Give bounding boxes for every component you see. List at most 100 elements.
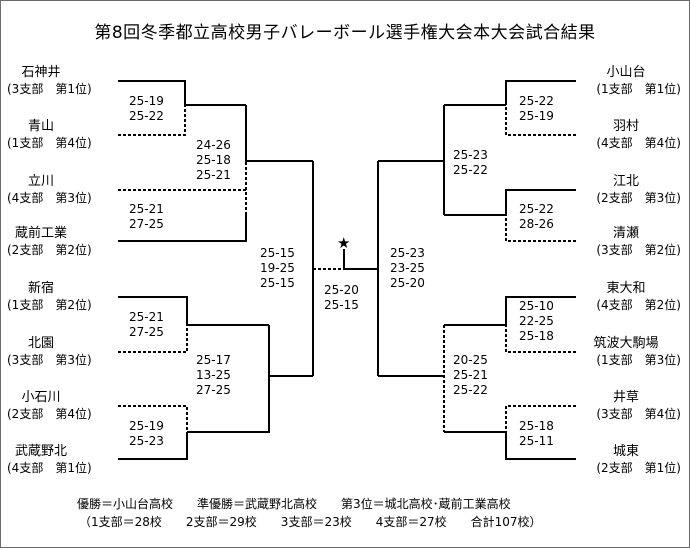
team-branch: (2支部 第4位) <box>7 407 92 421</box>
set-score: 27-25 <box>129 325 164 339</box>
team-left-5: 新宿 (1支部 第2位) <box>1 281 117 313</box>
team-right-6: 筑波大駒場 (1支部 第3位) <box>571 336 681 368</box>
score-right-r2-1: 25-23 25-22 <box>453 148 488 178</box>
score-right-r1-1: 25-22 25-19 <box>519 94 554 124</box>
line-r-t4 <box>505 215 576 242</box>
set-score: 25-21 <box>129 202 164 216</box>
set-score: 28-26 <box>519 217 554 231</box>
team-branch: (2支部 第3位) <box>596 191 681 205</box>
set-score: 13-25 <box>196 368 231 382</box>
score-left-r1-4: 25-19 25-23 <box>129 419 164 449</box>
line-l-r2b <box>245 105 313 162</box>
team-branch: (4支部 第2位) <box>596 298 681 312</box>
team-branch: (1支部 第1位) <box>596 82 681 96</box>
line-r-t5 <box>505 296 576 325</box>
team-right-2: 羽村 (4支部 第4位) <box>571 119 681 151</box>
set-score: 25-18 <box>196 153 231 167</box>
team-left-6: 北園 (3支部 第3位) <box>1 336 117 368</box>
score-right-semi: 25-23 23-25 25-20 <box>390 246 425 291</box>
team-branch: (3支部 第4位) <box>596 407 681 421</box>
score-right-r1-4: 25-18 25-11 <box>519 419 554 449</box>
set-score: 25-22 <box>129 109 164 123</box>
set-score: 25-21 <box>129 310 164 324</box>
team-right-3: 江北 (2支部 第3位) <box>571 174 681 206</box>
score-left-r1-1: 25-19 25-22 <box>129 94 164 124</box>
team-name: 羽村 <box>612 119 639 134</box>
set-score: 25-18 <box>519 419 554 433</box>
set-score: 25-21 <box>453 368 488 382</box>
set-score: 22-25 <box>519 314 554 328</box>
team-branch: (3支部 第2位) <box>596 243 681 257</box>
team-left-3: 立川 (4支部 第3位) <box>1 174 117 206</box>
set-score: 25-15 <box>260 276 295 290</box>
team-branch: (4支部 第4位) <box>596 136 681 150</box>
set-score: 25-23 <box>390 246 425 260</box>
team-branch: (1支部 第3位) <box>596 353 681 367</box>
set-score: 27-25 <box>129 217 164 231</box>
score-right-r2-2: 20-25 25-21 25-22 <box>453 353 488 398</box>
score-right-r1-3: 25-10 22-25 25-18 <box>519 299 554 344</box>
footer-school-counts: （1支部＝28校 2支部＝29校 3支部＝23校 4支部＝27校 合計107校） <box>79 515 542 529</box>
set-score: 25-22 <box>519 202 554 216</box>
team-name: 新宿 <box>27 281 54 296</box>
team-right-5: 東大和 (4支部 第2位) <box>571 281 681 313</box>
team-right-4: 清瀬 (3支部 第2位) <box>571 226 681 258</box>
score-right-r1-2: 25-22 28-26 <box>519 202 554 232</box>
line-l-t2 <box>118 105 186 136</box>
team-left-2: 青山 (1支部 第4位) <box>1 119 117 151</box>
set-score: 25-17 <box>196 353 231 367</box>
set-score: 23-25 <box>390 261 425 275</box>
team-name: 青山 <box>27 119 54 134</box>
team-branch: (3支部 第3位) <box>7 353 92 367</box>
set-score: 25-19 <box>129 94 164 108</box>
team-right-7: 井草 (3支部 第4位) <box>571 390 681 422</box>
footer-results: 優勝＝小山台高校 準優勝＝武蔵野北高校 第3位＝城北高校･蔵前工業高校 <box>77 497 511 511</box>
team-left-8: 武蔵野北 (4支部 第1位) <box>1 444 117 476</box>
team-name: 小山台 <box>606 65 646 80</box>
team-right-8: 城東 (2支部 第1位) <box>571 444 681 476</box>
set-score: 25-21 <box>196 168 231 182</box>
team-branch: (2支部 第1位) <box>596 461 681 475</box>
team-left-4: 蔵前工業 (2支部 第2位) <box>1 226 117 258</box>
set-score: 25-20 <box>390 276 425 290</box>
set-score: 25-23 <box>453 148 488 162</box>
set-score: 25-11 <box>519 434 554 448</box>
set-score: 25-10 <box>519 299 554 313</box>
set-score: 27-25 <box>196 383 231 397</box>
score-left-r1-2: 25-21 27-25 <box>129 202 164 232</box>
score-left-semi: 25-15 19-25 25-15 <box>260 246 295 291</box>
page-title: 第8回冬季都立高校男子バレーボール選手権大会本大会試合結果 <box>94 23 596 43</box>
line-r-t1 <box>505 80 576 105</box>
team-name: 筑波大駒場 <box>593 336 659 351</box>
team-branch: (4支部 第1位) <box>7 461 92 475</box>
set-score: 25-20 <box>324 283 359 297</box>
line-l-t7 <box>118 405 188 432</box>
line-l-t1 <box>118 80 186 105</box>
team-name: 武蔵野北 <box>14 444 67 459</box>
team-branch: (1支部 第2位) <box>7 298 92 312</box>
team-name: 石神井 <box>21 65 61 80</box>
line-l-r2f <box>187 376 270 433</box>
set-score: 25-19 <box>129 419 164 433</box>
line-r-t6 <box>505 325 576 353</box>
team-name: 蔵前工業 <box>14 226 67 241</box>
team-name: 北園 <box>27 336 54 351</box>
set-score: 25-22 <box>453 163 488 177</box>
team-name: 城東 <box>612 444 639 459</box>
line-r-t2 <box>505 105 576 136</box>
line-l-t4 <box>118 215 247 242</box>
team-right-1: 小山台 (1支部 第1位) <box>571 65 681 97</box>
score-left-r1-3: 25-21 27-25 <box>129 310 164 340</box>
line-l-t6 <box>118 325 188 353</box>
line-r-t8 <box>505 432 576 460</box>
set-score: 25-23 <box>129 434 164 448</box>
score-left-r2-2: 25-17 13-25 27-25 <box>196 353 231 398</box>
line-r-t3 <box>505 189 576 215</box>
set-score: 25-22 <box>453 383 488 397</box>
set-score: 25-18 <box>519 329 554 343</box>
team-name: 立川 <box>27 174 54 189</box>
set-score: 25-15 <box>324 298 359 312</box>
team-branch: (4支部 第3位) <box>7 191 92 205</box>
set-score: 25-19 <box>519 109 554 123</box>
